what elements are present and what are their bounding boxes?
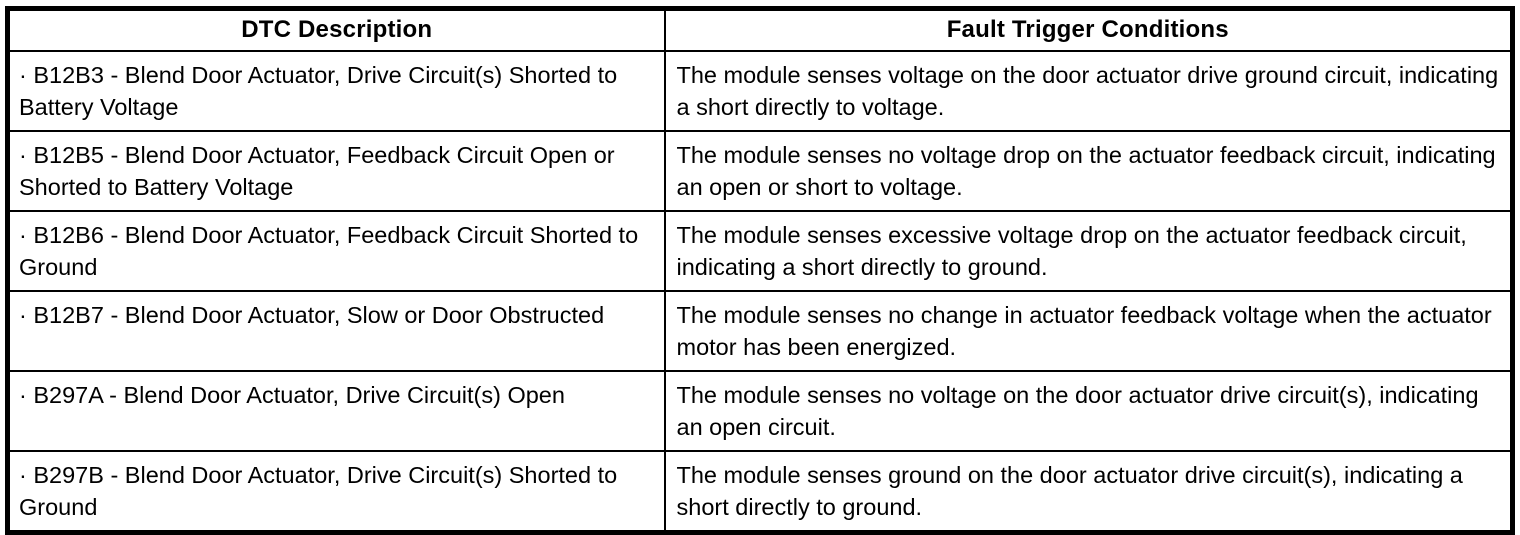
fault-condition-cell: The module senses no voltage on the door… — [663, 369, 1514, 452]
column-header-dtc-description: DTC Description — [6, 7, 666, 52]
column-header-fault-trigger-conditions: Fault Trigger Conditions — [663, 7, 1514, 52]
dtc-description-cell: · B12B6 - Blend Door Actuator, Feedback … — [6, 209, 666, 292]
dtc-fault-table: DTC Description Fault Trigger Conditions… — [5, 6, 1515, 535]
fault-condition-cell: The module senses voltage on the door ac… — [663, 49, 1514, 132]
dtc-description-cell: · B297A - Blend Door Actuator, Drive Cir… — [6, 369, 666, 452]
table-row: · B12B7 - Blend Door Actuator, Slow or D… — [6, 289, 1514, 372]
table-row: · B12B6 - Blend Door Actuator, Feedback … — [6, 209, 1514, 292]
dtc-description-cell: · B297B - Blend Door Actuator, Drive Cir… — [6, 449, 666, 533]
fault-condition-cell: The module senses ground on the door act… — [663, 449, 1514, 533]
table-row: · B297B - Blend Door Actuator, Drive Cir… — [6, 449, 1514, 533]
dtc-description-cell: · B12B7 - Blend Door Actuator, Slow or D… — [6, 289, 666, 372]
table-header-row: DTC Description Fault Trigger Conditions — [6, 7, 1514, 52]
table-row: · B12B5 - Blend Door Actuator, Feedback … — [6, 129, 1514, 212]
table-row: · B12B3 - Blend Door Actuator, Drive Cir… — [6, 49, 1514, 132]
fault-condition-cell: The module senses no change in actuator … — [663, 289, 1514, 372]
dtc-description-cell: · B12B5 - Blend Door Actuator, Feedback … — [6, 129, 666, 212]
fault-condition-cell: The module senses no voltage drop on the… — [663, 129, 1514, 212]
fault-condition-cell: The module senses excessive voltage drop… — [663, 209, 1514, 292]
table-row: · B297A - Blend Door Actuator, Drive Cir… — [6, 369, 1514, 452]
dtc-description-cell: · B12B3 - Blend Door Actuator, Drive Cir… — [6, 49, 666, 132]
